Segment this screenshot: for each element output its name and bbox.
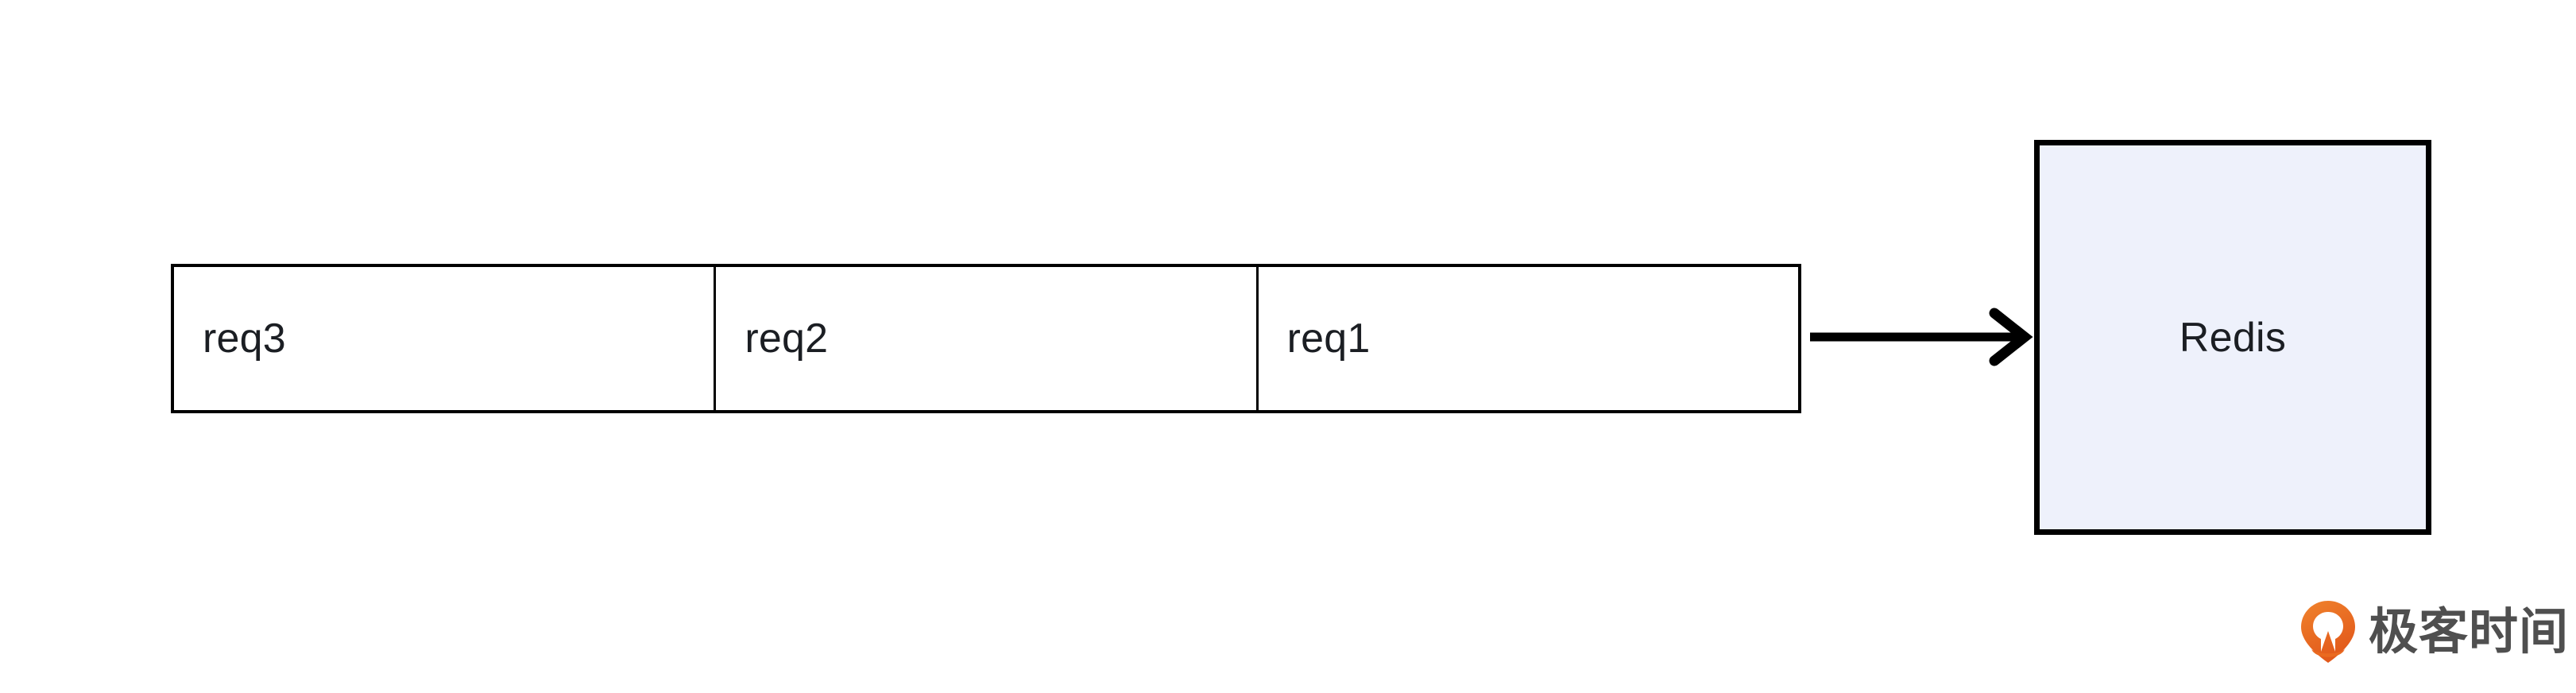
watermark: 极客时间: [2299, 596, 2569, 669]
geektime-pin-logo-icon: [2299, 599, 2357, 666]
arrow-right-icon: [1810, 308, 2033, 366]
queue-cell-req1: req1: [1258, 267, 1798, 410]
queue-cell-req2: req2: [716, 267, 1259, 410]
queue-cell-req3: req3: [174, 267, 717, 410]
queue-cell-label: req3: [203, 316, 286, 362]
redis-node: Redis: [2034, 140, 2431, 535]
redis-node-label: Redis: [2179, 314, 2287, 361]
queue-to-redis-arrow: [1804, 307, 2034, 367]
watermark-label: 极客时间: [2369, 605, 2570, 660]
queue-cell-label: req2: [745, 316, 829, 362]
queue-cell-label: req1: [1286, 316, 1371, 362]
request-queue: req3 req2 req1: [171, 264, 1801, 413]
